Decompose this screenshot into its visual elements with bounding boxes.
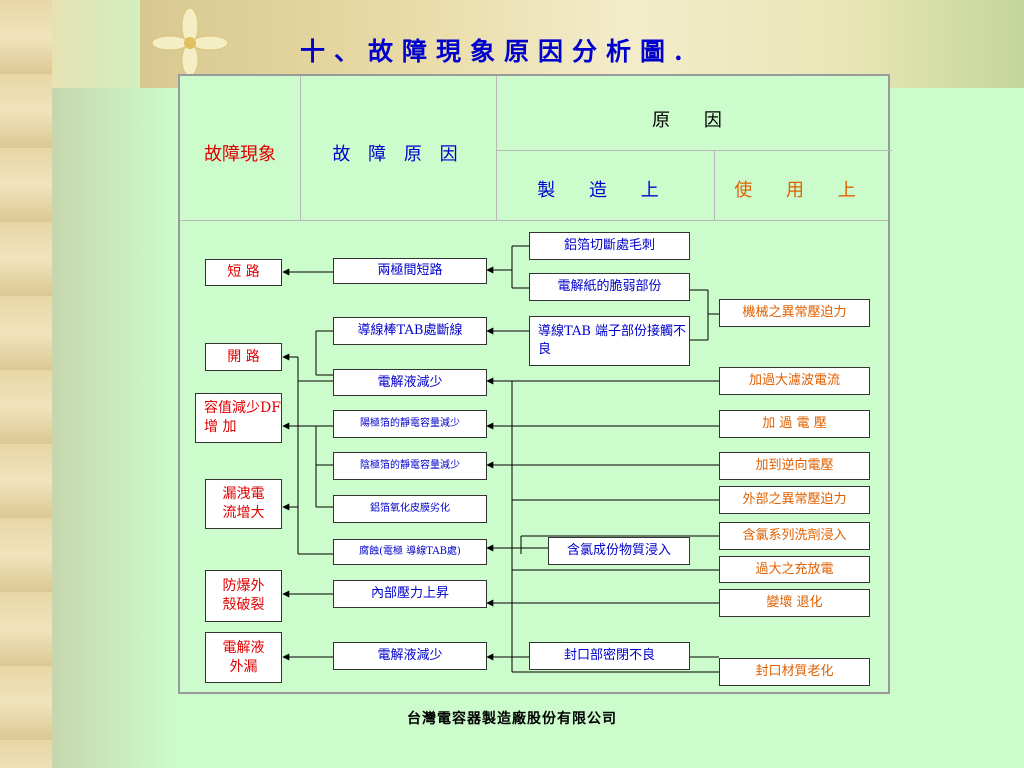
header-reason: 原 因 [652,110,736,131]
parchment-border [0,0,52,768]
header-symptom: 故障現象 [204,144,276,165]
cause-anode-capacitance: 陽極箔的靜電容量減少 [333,410,487,438]
header-divider [300,76,301,220]
use-external-stress: 外部之異常壓迫力 [719,486,870,514]
header-divider [714,150,715,220]
cause-electrolyte-decrease-2: 電解液減少 [333,642,487,670]
use-chlorine-cleaner: 含氯系列洗劑浸入 [719,522,870,550]
mfg-chlorine-intrusion: 含氯成份物質浸入 [548,537,690,565]
header-divider [496,76,497,220]
company-footer: 台灣電容器製造廠股份有限公司 [407,711,617,727]
symptom-electrolyte-leak: 電解液外漏 [205,632,282,683]
mfg-weak-paper: 電解紙的脆弱部份 [529,273,690,301]
symptom-leakage: 漏洩電流增大 [205,479,282,529]
mfg-seal-defect: 封口部密閉不良 [529,642,690,670]
symptom-capacitance-drop: 容值減少DF增 加 [195,393,282,443]
use-ripple-current: 加過大濾波電流 [719,367,870,395]
cause-tab-break: 導線棒TAB處斷線 [333,317,487,345]
mfg-tab-contact: 導線TAB 端子部份接觸不良 [529,316,690,366]
header-usage: 使 用 上 [734,180,870,201]
use-reverse-voltage: 加到逆向電壓 [719,452,870,480]
cause-electrolyte-decrease: 電解液減少 [333,369,487,396]
symptom-open-circuit: 開 路 [205,343,282,371]
header-divider [496,150,892,151]
cause-pressure-rise: 內部壓力上昇 [333,580,487,608]
cause-corrosion: 腐蝕(電極 導線TAB處) [333,539,487,565]
side-shadow [52,88,178,768]
cause-interelectrode-short: 兩極間短路 [333,258,487,284]
mfg-burr: 鋁箔切斷處毛刺 [529,232,690,260]
cause-cathode-capacitance: 陰極箔的靜電容量減少 [333,452,487,480]
header-banner [140,0,1024,88]
symptom-case-rupture: 防爆外殼破裂 [205,570,282,622]
cause-oxide-degradation: 鋁箔氧化皮膜劣化 [333,495,487,523]
header-cause: 故 障 原 因 [332,144,464,165]
symptom-short-circuit: 短 路 [205,259,282,286]
header-divider [180,220,888,221]
flower-decoration-icon [151,8,229,77]
use-overvoltage: 加 過 電 壓 [719,410,870,438]
page-title: 十、故障現象原因分析圖. [300,37,692,66]
use-degradation: 變壞 退化 [719,589,870,617]
header-manufacturing: 製 造 上 [537,180,673,201]
use-charge-discharge: 過大之充放電 [719,556,870,583]
use-mechanical-stress: 機械之異常壓迫力 [719,299,870,327]
use-seal-aging: 封口材質老化 [719,658,870,686]
